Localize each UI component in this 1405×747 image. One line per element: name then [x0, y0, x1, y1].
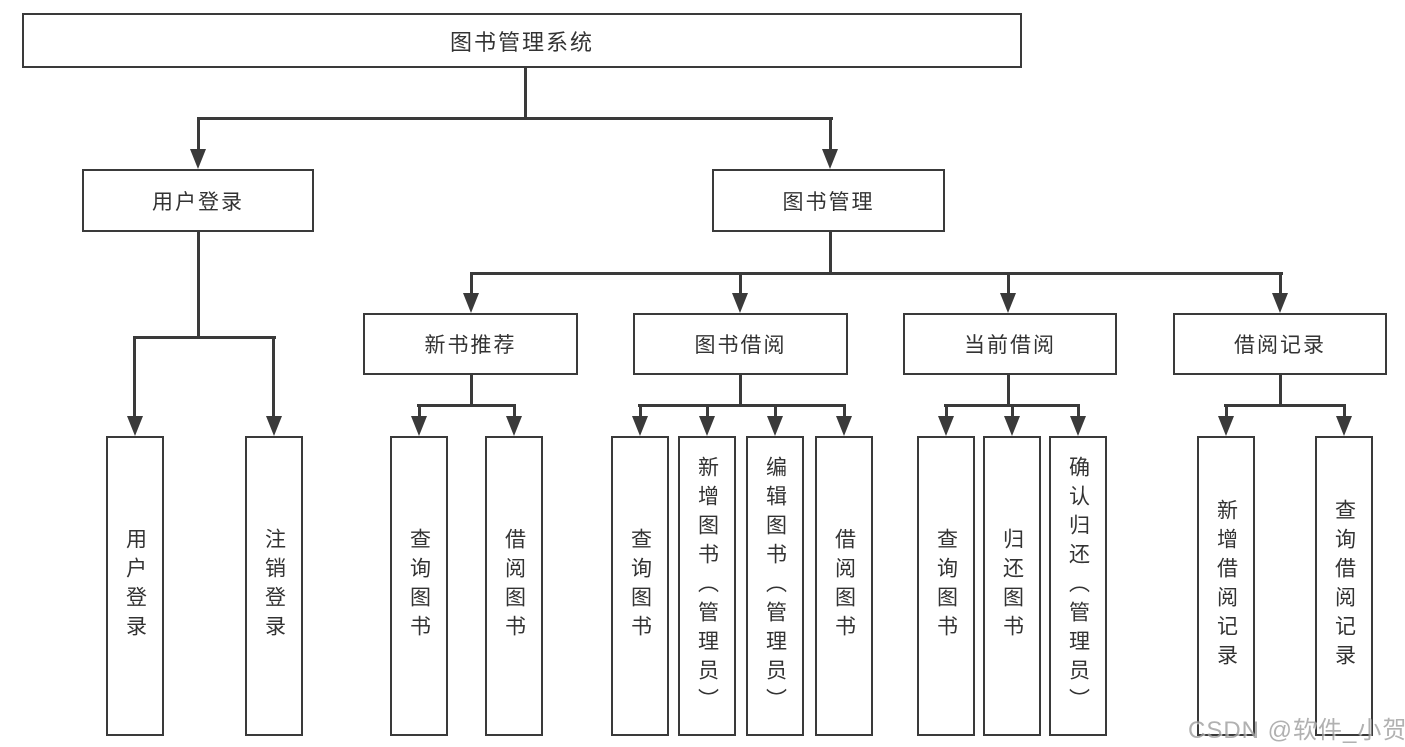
connector-line: [1343, 404, 1346, 418]
node-label: 图书管理系统: [449, 29, 594, 55]
csdn-watermark: CSDN @软件_小贺同学: [1188, 717, 1405, 744]
node-new-book-recommend: 新书推荐: [363, 313, 578, 375]
leaf-logout: 注销登录: [245, 436, 303, 736]
connector-line: [1224, 404, 1345, 407]
connector-line: [197, 117, 833, 120]
arrow-down-icon: [127, 416, 143, 436]
connector-line: [133, 336, 276, 339]
connector-line: [843, 404, 846, 418]
connector-line: [639, 404, 642, 418]
connector-line: [1279, 375, 1282, 407]
arrow-down-icon: [266, 416, 282, 436]
leaf-confirm-return-admin: 确认归还（管理员）: [1049, 436, 1107, 736]
connector-line: [417, 404, 516, 407]
connector-line: [829, 117, 832, 151]
connector-line: [1007, 272, 1010, 294]
connector-line: [706, 404, 709, 418]
arrow-down-icon: [463, 293, 479, 313]
node-label: 新书推荐: [424, 334, 517, 357]
leaf-label: 查询图书: [628, 528, 652, 644]
node-user-login: 用户登录: [82, 169, 314, 232]
arrow-down-icon: [190, 149, 206, 169]
leaf-label: 确认归还（管理员）: [1066, 455, 1090, 717]
leaf-query-book: 查询图书: [611, 436, 669, 736]
node-book-borrow: 图书借阅: [633, 313, 848, 375]
arrow-down-icon: [938, 416, 954, 436]
node-current-borrow: 当前借阅: [903, 313, 1117, 375]
leaf-label: 编辑图书（管理员）: [763, 455, 787, 717]
connector-line: [524, 68, 527, 119]
connector-line: [197, 117, 200, 151]
leaf-borrow-book-recommend: 借阅图书: [485, 436, 543, 736]
leaf-label: 新增图书（管理员）: [695, 455, 719, 717]
leaf-label: 用户登录: [123, 528, 147, 644]
leaf-borrow-book: 借阅图书: [815, 436, 873, 736]
connector-line: [1225, 404, 1228, 418]
connector-line: [774, 404, 777, 418]
leaf-query-book-current: 查询图书: [917, 436, 975, 736]
connector-line: [272, 336, 275, 418]
arrow-down-icon: [836, 416, 852, 436]
connector-line: [739, 375, 742, 407]
leaf-query-borrow-record: 查询借阅记录: [1315, 436, 1373, 736]
arrow-down-icon: [1272, 293, 1288, 313]
leaf-label: 注销登录: [262, 528, 286, 644]
connector-line: [1279, 272, 1282, 294]
connector-line: [470, 272, 473, 294]
connector-line: [470, 272, 1283, 275]
node-label: 当前借阅: [964, 334, 1056, 357]
arrow-down-icon: [506, 416, 522, 436]
leaf-label: 借阅图书: [832, 528, 856, 644]
node-label: 用户登录: [152, 190, 244, 214]
arrow-down-icon: [1336, 416, 1352, 436]
node-borrow-records: 借阅记录: [1173, 313, 1387, 375]
leaf-add-book-admin: 新增图书（管理员）: [678, 436, 736, 736]
arrow-down-icon: [1218, 416, 1234, 436]
arrow-down-icon: [632, 416, 648, 436]
leaf-edit-book-admin: 编辑图书（管理员）: [746, 436, 804, 736]
connector-line: [638, 404, 845, 407]
arrow-down-icon: [1070, 416, 1086, 436]
connector-line: [133, 336, 136, 418]
connector-line: [1077, 404, 1080, 418]
arrow-down-icon: [1004, 416, 1020, 436]
arrow-down-icon: [699, 416, 715, 436]
leaf-label: 借阅图书: [502, 528, 526, 644]
leaf-query-book-recommend: 查询图书: [390, 436, 448, 736]
node-label: 借阅记录: [1234, 334, 1326, 357]
connector-line: [470, 375, 473, 407]
leaf-label: 查询图书: [934, 528, 958, 644]
connector-line: [418, 404, 421, 418]
leaf-label: 归还图书: [1000, 528, 1024, 644]
connector-line: [197, 232, 200, 339]
arrow-down-icon: [767, 416, 783, 436]
arrow-down-icon: [732, 293, 748, 313]
leaf-user-login: 用户登录: [106, 436, 164, 736]
leaf-add-borrow-record: 新增借阅记录: [1197, 436, 1255, 736]
node-label: 图书借阅: [694, 334, 787, 357]
leaf-label: 查询图书: [407, 528, 431, 644]
connector-line: [1007, 375, 1010, 407]
leaf-label: 新增借阅记录: [1214, 499, 1238, 673]
arrow-down-icon: [1000, 293, 1016, 313]
node-library-system: 图书管理系统: [22, 13, 1022, 68]
arrow-down-icon: [822, 149, 838, 169]
connector-line: [1011, 404, 1014, 418]
node-book-management: 图书管理: [712, 169, 945, 232]
connector-line: [739, 272, 742, 294]
arrow-down-icon: [411, 416, 427, 436]
leaf-return-book: 归还图书: [983, 436, 1041, 736]
connector-line: [829, 232, 832, 275]
leaf-label: 查询借阅记录: [1332, 499, 1356, 673]
node-label: 图书管理: [782, 190, 875, 214]
connector-line: [945, 404, 948, 418]
connector-line: [513, 404, 516, 418]
